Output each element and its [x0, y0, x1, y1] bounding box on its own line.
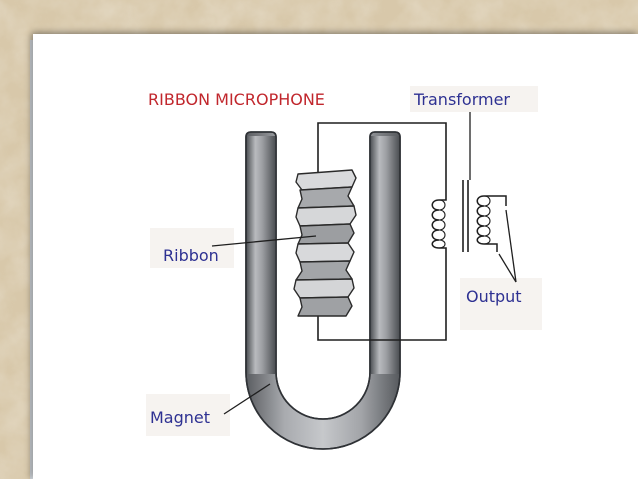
magnet: [245, 131, 401, 450]
diagram-title: RIBBON MICROPHONE: [148, 90, 325, 109]
circuit-wires: [317, 122, 447, 341]
output-label: Output: [466, 287, 522, 306]
slide-edge: [30, 40, 34, 479]
ribbon-label-bg: [150, 228, 234, 268]
transformer: [431, 180, 507, 252]
leader-lines: [211, 112, 517, 415]
magnet-label-bg: [146, 394, 230, 436]
transformer-label-bg: [410, 86, 538, 112]
transformer-label: Transformer: [413, 90, 510, 109]
ribbon: [293, 169, 357, 317]
output-label-bg: [460, 278, 542, 330]
magnet-label: Magnet: [150, 408, 210, 427]
ribbon-label: Ribbon: [163, 246, 219, 265]
